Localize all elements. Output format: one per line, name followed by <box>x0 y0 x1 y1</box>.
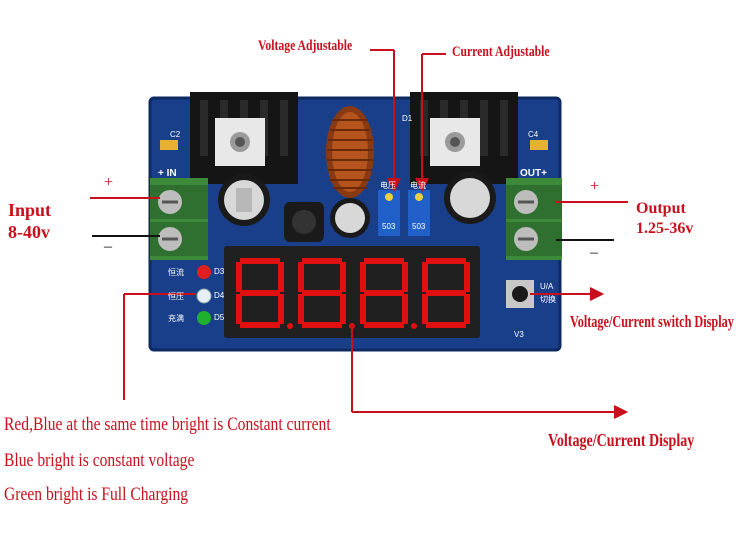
output-label-2: 1.25-36v <box>636 220 694 237</box>
cap-c4-label: C4 <box>528 130 539 139</box>
in-silkscreen: + IN <box>158 168 177 179</box>
led-green <box>197 311 211 325</box>
button-sub-label: 切换 <box>540 295 556 304</box>
capacitor-mid <box>330 198 370 238</box>
pot-text-2: 503 <box>412 222 426 231</box>
capacitor-right <box>444 172 496 224</box>
led-blue <box>196 288 212 304</box>
toroid-inductor <box>326 106 374 198</box>
current-adjustable-label: Current Adjustable <box>452 44 550 60</box>
seven-segment-display <box>224 246 480 338</box>
led-label-3: 充满 <box>168 314 184 323</box>
legend-line-1: Red,Blue at the same time bright is Cons… <box>4 414 331 435</box>
voltage-adjustable-label: Voltage Adjustable <box>258 38 353 54</box>
led-red <box>197 265 211 279</box>
heatsink-right <box>410 92 518 184</box>
pot-top-label-2: 电流 <box>410 181 426 190</box>
potentiometer-current <box>408 190 430 236</box>
legend-line-2: Blue bright is constant voltage <box>4 450 195 471</box>
smd-inductor <box>284 202 324 242</box>
d1-label: D1 <box>402 114 413 123</box>
heatsink-left <box>190 92 298 184</box>
led-id-1: D3 <box>214 267 225 276</box>
capacitor-left <box>218 174 270 226</box>
led-label-2: 恒压 <box>168 292 184 301</box>
terminal-input <box>150 178 208 260</box>
led-label-1: 恒流 <box>168 268 184 277</box>
button-label: U/A <box>540 282 554 291</box>
pot-text-1: 503 <box>382 222 396 231</box>
minus-right: – <box>590 244 598 261</box>
input-label-1: Input <box>8 200 52 220</box>
version-label: V3 <box>514 330 524 339</box>
switch-display-label: Voltage/Current switch Display <box>570 312 734 331</box>
minus-left: – <box>104 238 112 255</box>
cap-c2-label: C2 <box>170 130 181 139</box>
input-label-2: 8-40v <box>8 222 50 242</box>
terminal-output <box>506 178 562 260</box>
pot-top-label-1: 电压 <box>380 181 396 190</box>
push-button <box>506 280 534 308</box>
plus-left: + <box>104 174 114 191</box>
legend-line-3: Green bright is Full Charging <box>4 484 189 505</box>
plus-right: + <box>590 178 600 195</box>
output-label-1: Output <box>636 200 686 217</box>
out-silkscreen: OUT+ <box>520 168 547 179</box>
led-id-3: D5 <box>214 313 225 322</box>
vc-display-label: Voltage/Current Display <box>548 430 695 450</box>
potentiometer-voltage <box>378 190 400 236</box>
led-id-2: D4 <box>214 291 225 300</box>
